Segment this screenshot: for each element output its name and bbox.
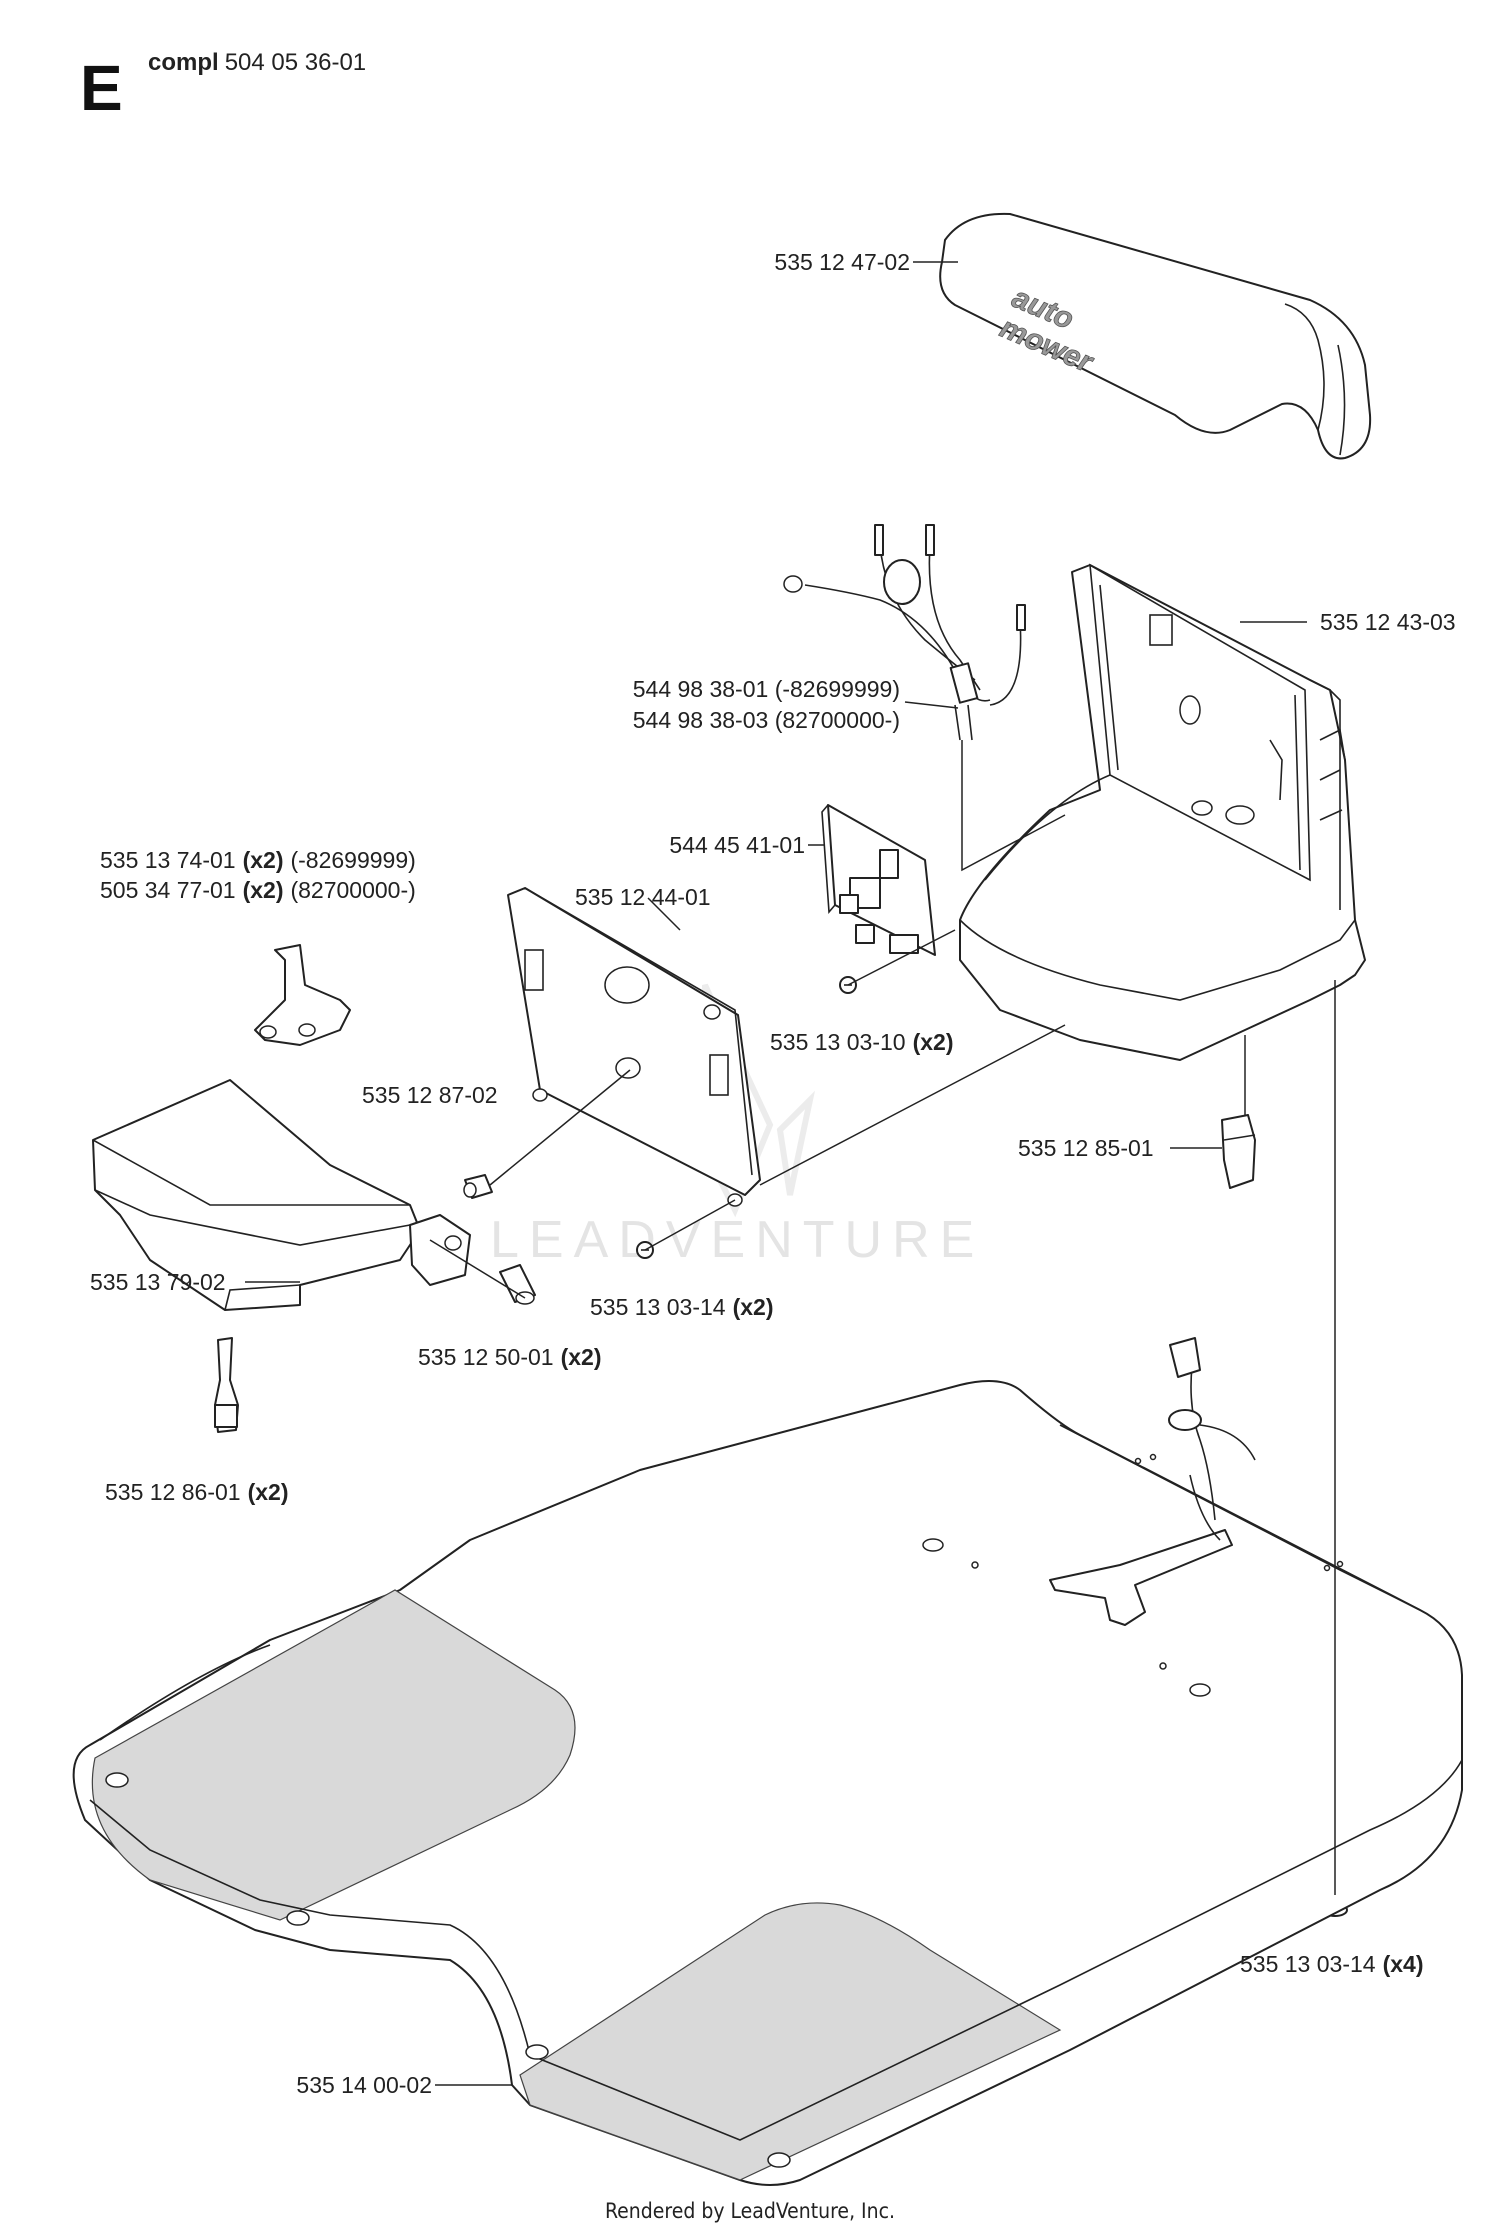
connector-535-12-85-01[interactable] — [1221, 1114, 1256, 1189]
part-label-544-98-38-01: 544 98 38-01 (-82699999) — [633, 676, 900, 702]
part-label-544-98-38-03: 544 98 38-03 (82700000-) — [633, 707, 900, 733]
part-label-535-14-00-02: 535 14 00-02 — [296, 2072, 432, 2098]
main-housing[interactable] — [959, 563, 1366, 1061]
assembly-number: 504 05 36-01 — [225, 49, 366, 76]
part-label-535-13-03-14: 535 13 03-14(x2) — [590, 1294, 773, 1320]
mounting-bracket[interactable] — [254, 944, 351, 1046]
watermark: LEADVENTURE — [490, 983, 984, 1269]
pin-535-12-87-02[interactable] — [463, 1174, 493, 1199]
watermark-text: LEADVENTURE — [490, 1211, 984, 1269]
back-plate[interactable] — [507, 887, 761, 1207]
assembly-prefix: compl — [148, 49, 219, 76]
section-letter: E — [80, 52, 123, 124]
part-label-535-12-43-03: 535 12 43-03 — [1320, 609, 1456, 635]
part-label-535-12-86-01: 535 12 86-01(x2) — [105, 1479, 288, 1505]
part-label-535-13-79-02: 535 13 79-02 — [90, 1269, 226, 1295]
part-label-535-12-85-01: 535 12 85-01 — [1018, 1135, 1154, 1161]
part-label-535-13-03-10: 535 13 03-10(x2) — [770, 1029, 953, 1055]
pin-535-12-50-01[interactable] — [499, 1264, 536, 1305]
wire-harness[interactable] — [783, 524, 1026, 741]
part-label-535-13-03-14-x4: 535 13 03-14(x4) — [1240, 1951, 1423, 1977]
leader-lines — [245, 261, 1336, 2086]
charging-arm[interactable] — [92, 1079, 471, 1311]
part-label-535-13-74-01: 535 13 74-01(x2)(-82699999) — [100, 847, 416, 873]
footer-credit: Rendered by LeadVenture, Inc. — [605, 2199, 895, 2223]
contact-strip[interactable] — [214, 1337, 239, 1433]
part-label-535-12-44-01: 535 12 44-01 — [575, 884, 711, 910]
part-label-535-12-87-02: 535 12 87-02 — [362, 1082, 498, 1108]
part-label-505-34-77-01: 505 34 77-01(x2)(82700000-) — [100, 877, 416, 903]
base-plate[interactable] — [72, 1337, 1463, 2186]
part-label-535-12-47-02: 535 12 47-02 — [774, 249, 910, 275]
circuit-board[interactable] — [821, 804, 936, 956]
top-cover[interactable]: auto mower — [939, 212, 1372, 460]
part-label-544-45-41-01: 544 45 41-01 — [669, 832, 805, 858]
part-label-535-12-50-01: 535 12 50-01(x2) — [418, 1344, 601, 1370]
